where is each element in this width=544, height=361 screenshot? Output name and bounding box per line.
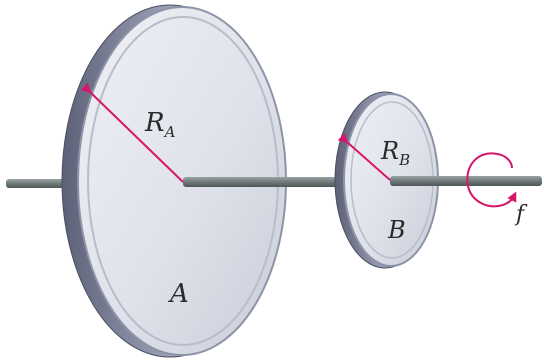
rotation-label: f xyxy=(514,202,528,227)
radius-a-arrow xyxy=(80,82,184,183)
shaft-right xyxy=(390,176,542,186)
shaft-left xyxy=(6,179,76,188)
shaft-middle xyxy=(183,177,343,187)
radius-b-label: RB xyxy=(380,137,410,169)
rotation-arrow-top xyxy=(496,153,513,169)
rotation-arrow-back xyxy=(466,152,504,208)
rotation-arrow-head xyxy=(502,191,517,206)
radius-a-label: RA xyxy=(144,108,176,141)
disk-b-label: B xyxy=(387,216,406,244)
disk-a-label: A xyxy=(168,279,189,309)
radius-b-arrow xyxy=(337,132,391,181)
